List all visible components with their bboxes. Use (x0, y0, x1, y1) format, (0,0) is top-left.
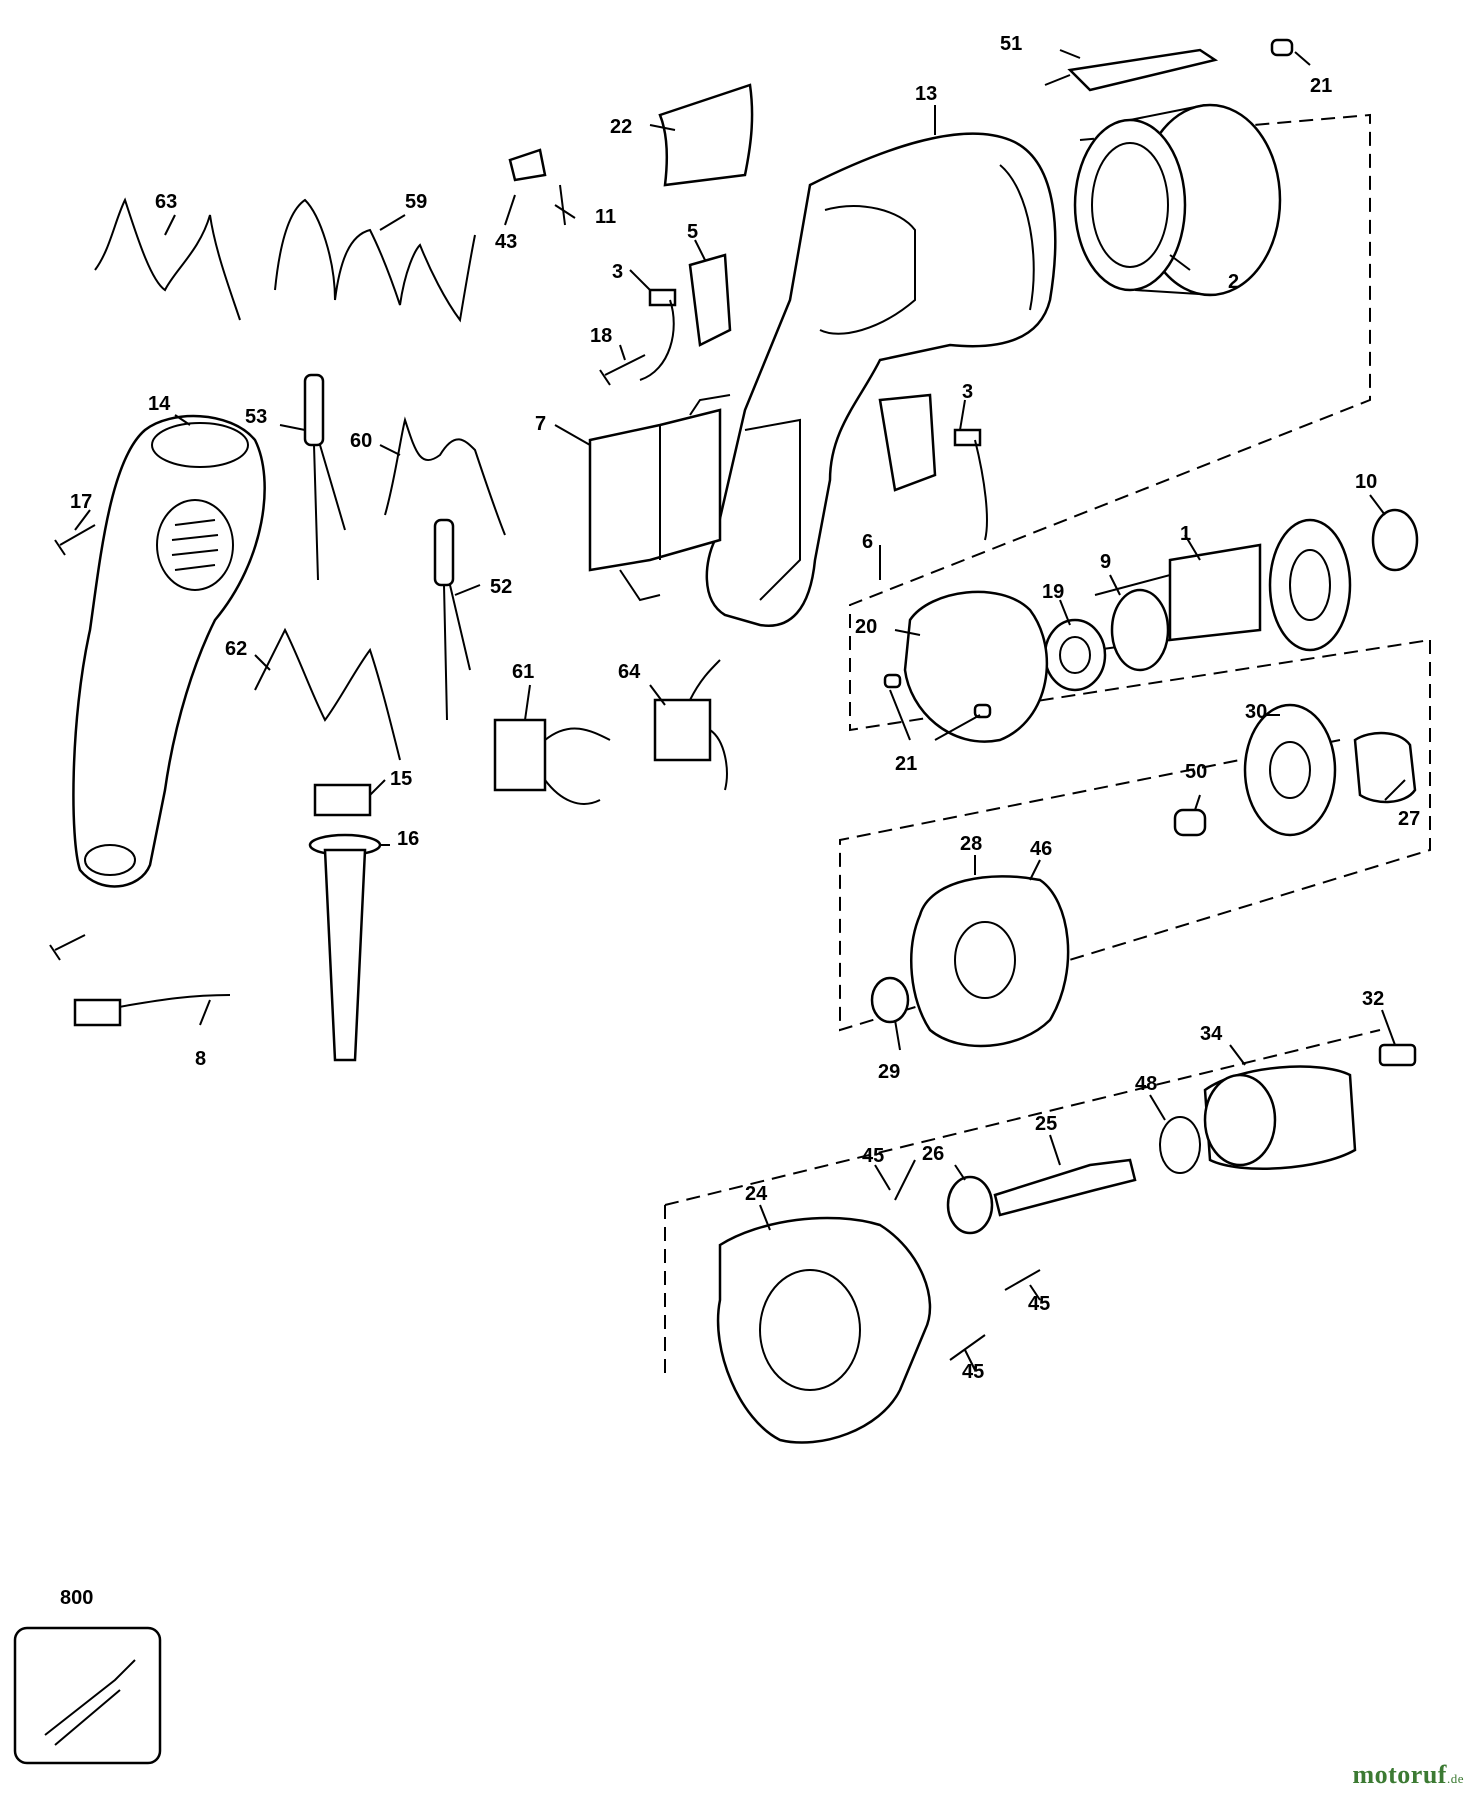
label-16: 16 (397, 828, 419, 850)
label-34: 34 (1200, 1023, 1223, 1045)
label-28: 28 (960, 833, 982, 855)
label-61: 61 (512, 661, 534, 683)
bracket-20 (903, 590, 1049, 743)
label-26: 26 (922, 1143, 944, 1165)
watermark-suffix: .de (1446, 1771, 1464, 1786)
plug-part (73, 998, 122, 1027)
label-2: 2 (1228, 271, 1239, 293)
shaft-25 (993, 1158, 1137, 1217)
part-800-tool (44, 1659, 136, 1746)
part-53 (303, 373, 325, 447)
label-62: 62 (225, 638, 247, 660)
label-15: 15 (390, 768, 412, 790)
leader-lines (74, 49, 1406, 1371)
stator-part (1073, 103, 1282, 297)
label-32: 32 (1362, 988, 1384, 1010)
label-9: 9 (1100, 551, 1111, 573)
assembly-guides (664, 113, 1431, 1375)
label-22: 22 (610, 116, 632, 138)
part-61 (493, 718, 547, 792)
label-1: 1 (1180, 523, 1191, 545)
part-64 (653, 698, 712, 762)
part-64-wires (689, 659, 728, 791)
washer-29 (870, 976, 910, 1024)
armature-part (1043, 508, 1419, 692)
label-3-right: 3 (962, 381, 973, 403)
part-labels: 51 21 13 22 2 63 59 43 11 3 5 18 3 14 53… (60, 33, 1420, 1609)
label-21-bottom: 21 (895, 753, 917, 775)
part-51 (1044, 48, 1219, 92)
watermark: motoruf.de (1352, 1760, 1464, 1790)
label-6: 6 (862, 531, 873, 553)
part-21-top (1270, 38, 1294, 57)
bearing-26 (946, 1175, 994, 1235)
bearing-27 (1353, 731, 1417, 804)
label-3-left: 3 (612, 261, 623, 283)
label-10: 10 (1355, 471, 1377, 493)
label-43: 43 (495, 231, 517, 253)
watermark-main: motoruf (1352, 1760, 1447, 1789)
switch-part (588, 394, 731, 602)
label-64: 64 (618, 661, 641, 683)
label-46: 46 (1030, 838, 1052, 860)
cord-part (74, 994, 231, 1016)
label-27: 27 (1398, 808, 1420, 830)
label-50: 50 (1185, 761, 1207, 783)
label-18: 18 (590, 325, 612, 347)
brush-holders (508, 148, 988, 541)
label-25: 25 (1035, 1113, 1057, 1135)
label-sheet-part (658, 83, 754, 187)
part-16-tube (323, 848, 367, 1062)
screw-32 (1378, 1043, 1417, 1067)
label-30: 30 (1245, 701, 1267, 723)
label-13: 13 (915, 83, 937, 105)
label-20: 20 (855, 616, 877, 638)
part-800-frame (13, 1626, 162, 1765)
label-17: 17 (70, 491, 92, 513)
part-52-wires (443, 584, 471, 721)
label-14: 14 (148, 393, 171, 415)
part-15 (313, 783, 372, 817)
part-52 (433, 518, 455, 587)
label-29: 29 (878, 1061, 900, 1083)
label-48: 48 (1135, 1073, 1157, 1095)
label-51: 51 (1000, 33, 1022, 55)
label-53: 53 (245, 406, 267, 428)
brush-3b (953, 428, 982, 447)
screws (49, 354, 646, 961)
label-45-top: 45 (862, 1145, 884, 1167)
label-800: 800 (60, 1587, 93, 1609)
label-45-bottom: 45 (962, 1361, 984, 1383)
part-53-wires (313, 444, 346, 581)
pin-50 (1173, 808, 1207, 837)
handle-part (72, 414, 266, 888)
wire-harnesses (94, 197, 506, 761)
label-52: 52 (490, 576, 512, 598)
label-19: 19 (1042, 581, 1064, 603)
label-5: 5 (687, 221, 698, 243)
ring-48 (1159, 1116, 1201, 1174)
screws-45 (894, 1159, 1041, 1361)
part-61-wires (544, 727, 611, 805)
part-21-pin-a (883, 673, 902, 689)
plate-28 (910, 875, 1070, 1048)
label-60: 60 (350, 430, 372, 452)
label-59: 59 (405, 191, 427, 213)
gearcase-24 (716, 1216, 932, 1444)
label-8: 8 (195, 1048, 206, 1070)
label-21-top: 21 (1310, 75, 1332, 97)
part-21-pin-b (973, 703, 992, 719)
label-24: 24 (745, 1183, 768, 1205)
gear-30 (1243, 703, 1337, 837)
housing-part (705, 132, 1057, 627)
label-45-mid: 45 (1028, 1293, 1050, 1315)
label-7: 7 (535, 413, 546, 435)
brush-3a (648, 288, 677, 307)
label-11: 11 (595, 206, 616, 228)
label-63: 63 (155, 191, 177, 213)
